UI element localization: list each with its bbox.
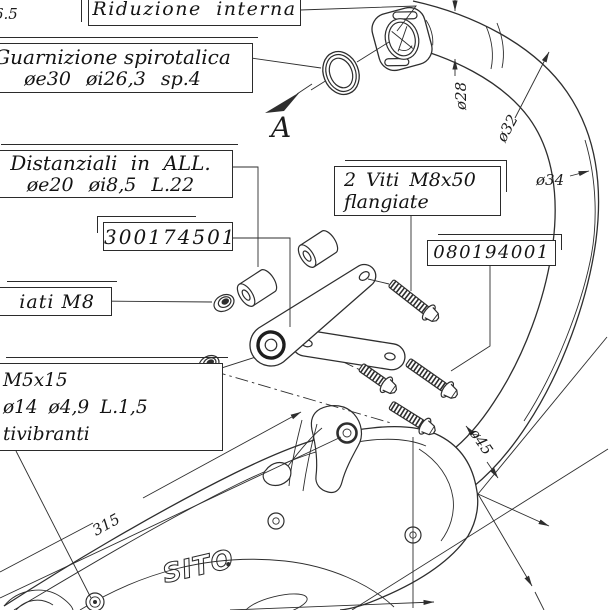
dim-label-315: 315	[89, 510, 123, 540]
callout-dadi-m8: iati M8	[0, 281, 117, 316]
dim-label-o34: ø34	[535, 171, 564, 189]
callout-text: iati M8	[19, 290, 95, 313]
flanged-bolt	[403, 355, 462, 404]
mounting-tab	[262, 404, 363, 494]
callout-text: ø14 ø4,9 L.1,5	[3, 396, 148, 418]
dim-label-o32: ø32	[492, 112, 522, 146]
part-number: 300174501	[104, 224, 237, 249]
callout-viti-m8x50: 2 Viti M8x50 flangiate	[334, 160, 507, 216]
callout-text: 2 Viti M8x50	[344, 169, 476, 191]
callout-text: Riduzione interna	[92, 0, 297, 20]
flanged-bolt	[385, 276, 443, 327]
spacer-bushing	[294, 227, 342, 271]
inlet-flange	[371, 6, 434, 72]
corner-dimension-fragment: 6.5	[0, 5, 18, 23]
callout-text: øe30 øi26,3 sp.4	[24, 68, 201, 90]
callout-text: Distanziali in ALL.	[10, 151, 211, 175]
callout-riduzione-interna: Riduzione interna	[81, 0, 301, 26]
callout-m5-antivibranti: M5x15 ø14 ø4,9 L.1,5 tivibranti	[0, 357, 228, 451]
dim-label-o28: ø28	[452, 82, 470, 111]
view-label: A	[268, 111, 291, 144]
callout-part-number-300174501: 300174501	[97, 216, 237, 251]
callout-text: M5x15	[3, 369, 68, 391]
leader-lines	[15, 5, 491, 599]
gasket-ring	[310, 41, 390, 96]
view-arrow-a: A	[265, 83, 313, 144]
part-number: 080194001	[433, 242, 550, 263]
rivet	[267, 512, 285, 530]
muffler-body: SITO	[3, 404, 479, 610]
flanged-nut	[210, 290, 238, 316]
callout-part-number-080194001: 080194001	[427, 234, 562, 266]
callout-text: flangiate	[344, 191, 429, 213]
spacer-bushing	[233, 266, 281, 310]
callout-text: tivibranti	[3, 423, 90, 445]
upper-link-strap	[249, 263, 377, 367]
callout-text: Guarnizione spirotalica	[0, 45, 231, 69]
callout-distanziali: Distanziali in ALL. øe20 øi8,5 L.22	[0, 144, 238, 198]
callout-guarnizione: Guarnizione spirotalica øe30 øi26,3 sp.4	[0, 37, 258, 93]
callout-text: øe20 øi8,5 L.22	[26, 174, 195, 196]
rivet	[85, 592, 105, 610]
